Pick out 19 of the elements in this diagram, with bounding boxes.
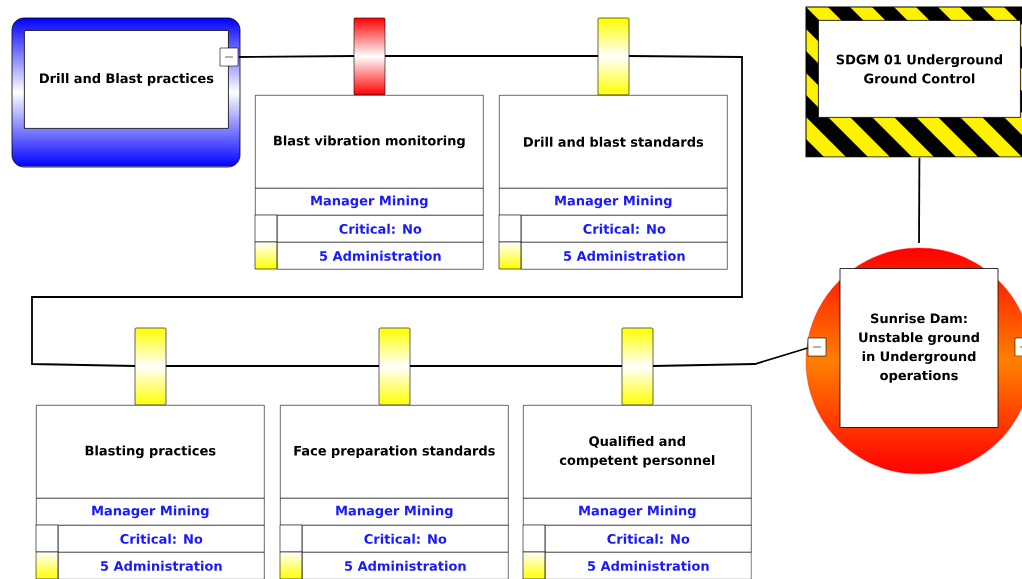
- criticality-cell: Critical: No: [35, 524, 265, 553]
- control-type-cell: 5 Administration: [498, 241, 728, 270]
- control-type-cell: 5 Administration: [35, 551, 265, 579]
- connector-line: [652, 347, 809, 367]
- control-type-cell: 5 Administration: [522, 551, 752, 579]
- criticality-cell: Critical: No: [254, 214, 484, 243]
- criticality-cell: Critical: No: [279, 524, 509, 553]
- connector-line: [31, 55, 743, 367]
- criticality-cell: Critical: No: [522, 524, 752, 553]
- connector-line: [237, 55, 355, 58]
- criticality-cell: Critical: No: [498, 214, 728, 243]
- connector-line: [918, 156, 921, 244]
- connector-line: [165, 365, 380, 367]
- connector-line: [409, 365, 623, 367]
- control-type-cell: 5 Administration: [254, 241, 484, 270]
- connector-line: [384, 55, 599, 57]
- threat-box: Drill and Blast practices: [11, 17, 241, 168]
- control-type-cell: 5 Administration: [279, 551, 509, 579]
- hazard-sign: SDGM 01 Underground Ground Control: [805, 6, 1022, 158]
